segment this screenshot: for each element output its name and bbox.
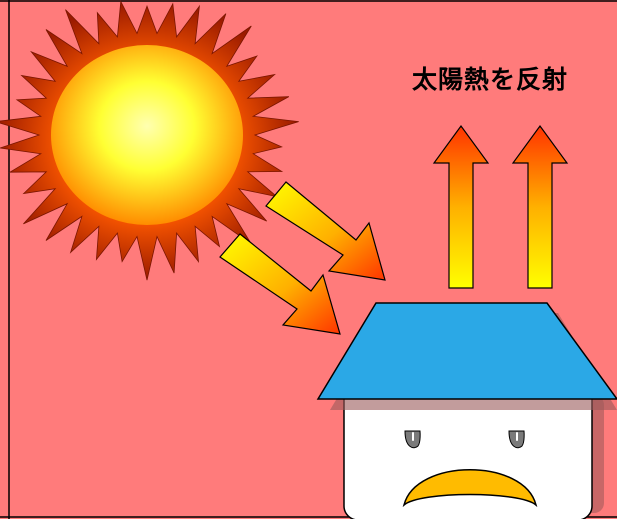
- sun-icon: [0, 0, 299, 281]
- reflected-heat-arrow-right: [511, 124, 569, 289]
- reflected-heat-arrow-left: [432, 124, 490, 289]
- house-roof: [316, 302, 617, 400]
- reflect-caption: 太陽熱を反射: [411, 65, 568, 94]
- sun-core: [51, 45, 243, 225]
- eye-right: [508, 430, 525, 449]
- sad-mouth: [402, 469, 538, 508]
- eye-left: [404, 430, 421, 449]
- incoming-heat-arrow-lower: [219, 233, 341, 335]
- incoming-heat-arrow-upper: [265, 181, 386, 281]
- house-face-icon: [316, 302, 617, 521]
